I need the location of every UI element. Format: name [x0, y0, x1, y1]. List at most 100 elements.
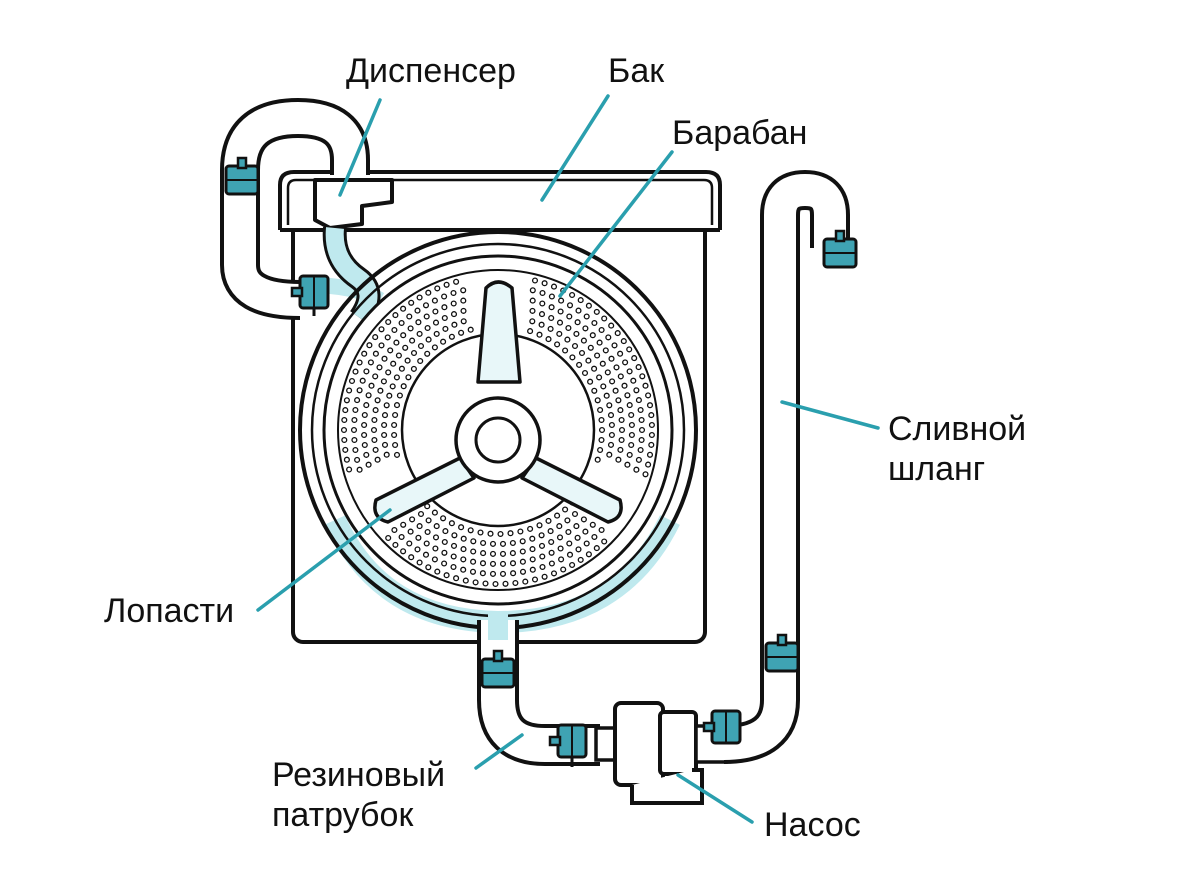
perforation-hole — [538, 321, 545, 328]
perforation-hole — [434, 285, 441, 292]
label-tank: Бак — [608, 52, 665, 90]
perforation-hole — [591, 387, 598, 394]
perforation-hole — [393, 402, 401, 409]
perforation-hole — [589, 521, 596, 528]
perforation-hole — [391, 326, 398, 334]
perforation-hole — [499, 570, 507, 577]
perforation-hole — [407, 528, 414, 535]
leader-paddles — [256, 508, 392, 612]
perforation-hole — [531, 277, 539, 284]
perforation-hole — [602, 347, 609, 354]
perforation-hole — [431, 556, 438, 563]
perforation-hole — [622, 359, 629, 366]
perforation-hole — [372, 334, 379, 341]
perforation-hole — [352, 406, 359, 414]
perforation-hole — [489, 550, 497, 557]
perforation-hole — [509, 550, 516, 557]
perforation-hole — [499, 560, 507, 567]
perforation-hole — [635, 364, 642, 371]
perforation-hole — [539, 553, 546, 560]
perforation-hole — [578, 349, 586, 357]
perforation-hole — [554, 341, 561, 348]
perforation-hole — [396, 392, 403, 399]
perforation-hole — [410, 349, 418, 357]
perforation-hole — [350, 426, 358, 434]
perforation-hole — [424, 528, 431, 536]
perforation-hole — [527, 525, 534, 532]
perforation-hole — [548, 538, 555, 546]
perforation-hole — [571, 510, 579, 518]
perforation-hole — [536, 331, 543, 338]
perforation-hole — [356, 466, 363, 473]
perforation-hole — [407, 325, 414, 332]
perforation-hole — [423, 313, 430, 320]
perforation-hole — [617, 407, 624, 414]
perforation-hole — [648, 441, 655, 448]
perforation-hole — [624, 461, 631, 468]
perforation-hole — [548, 560, 555, 567]
perforation-hole — [417, 357, 424, 365]
perforation-hole — [432, 319, 440, 326]
perforation-hole — [402, 344, 409, 351]
perforation-hole — [536, 522, 543, 529]
perforation-hole — [601, 315, 608, 322]
perforation-hole — [453, 575, 460, 582]
perforation-hole — [648, 421, 655, 429]
label-rubber-pipe-1: Резиновый — [272, 756, 446, 794]
perforation-hole — [365, 392, 372, 399]
perforation-hole — [556, 523, 563, 530]
perforation-hole — [385, 369, 392, 376]
perforation-hole — [562, 347, 569, 354]
perforation-hole — [432, 534, 440, 541]
inlet-clamp-bottom — [290, 274, 330, 316]
perforation-hole — [545, 336, 552, 343]
perforation-hole — [342, 446, 349, 453]
perforation-hole — [594, 456, 601, 463]
perforation-hole — [458, 524, 465, 531]
perforation-hole — [377, 387, 384, 394]
perforation-hole — [633, 387, 640, 394]
perforation-hole — [489, 560, 497, 567]
perforation-hole — [441, 549, 448, 556]
perforation-hole — [560, 566, 567, 573]
perforation-hole — [593, 545, 600, 552]
perforation-hole — [569, 354, 576, 361]
perforation-hole — [566, 313, 573, 320]
perforation-hole — [341, 436, 348, 444]
perforation-hole — [574, 534, 581, 541]
label-dispenser: Диспенсер — [346, 52, 516, 90]
perforation-hole — [617, 373, 624, 380]
perforation-hole — [417, 342, 425, 350]
perforation-hole — [628, 411, 635, 419]
leader-lines — [256, 94, 880, 824]
perforation-hole — [531, 576, 539, 583]
perforation-hole — [502, 580, 509, 587]
perforation-hole — [615, 456, 622, 463]
perforation-hole — [408, 554, 415, 561]
perforation-hole — [450, 289, 457, 297]
perforation-hole — [472, 579, 479, 586]
perforation-hole — [587, 344, 594, 351]
perforation-hole — [392, 441, 399, 449]
perforation-hole — [574, 319, 581, 326]
perforation-hole — [424, 350, 431, 357]
perforation-hole — [538, 311, 546, 318]
perforation-hole — [470, 558, 477, 565]
perforation-hole — [480, 550, 487, 557]
perforation-hole — [460, 566, 467, 573]
perforation-hole — [398, 365, 405, 372]
perforation-hole — [389, 383, 396, 390]
perforation-hole — [548, 549, 555, 556]
perforation-hole — [363, 451, 370, 458]
perforation-hole — [400, 332, 407, 339]
perforation-hole — [635, 397, 642, 404]
perforation-hole — [583, 313, 590, 320]
perforation-hole — [441, 293, 448, 300]
perforation-hole — [609, 378, 616, 385]
perforation-hole — [383, 451, 390, 458]
perforation-hole — [346, 387, 353, 394]
perforation-hole — [573, 523, 580, 530]
perforation-hole — [442, 325, 449, 332]
perforation-hole — [383, 402, 390, 409]
perforation-hole — [598, 526, 605, 534]
